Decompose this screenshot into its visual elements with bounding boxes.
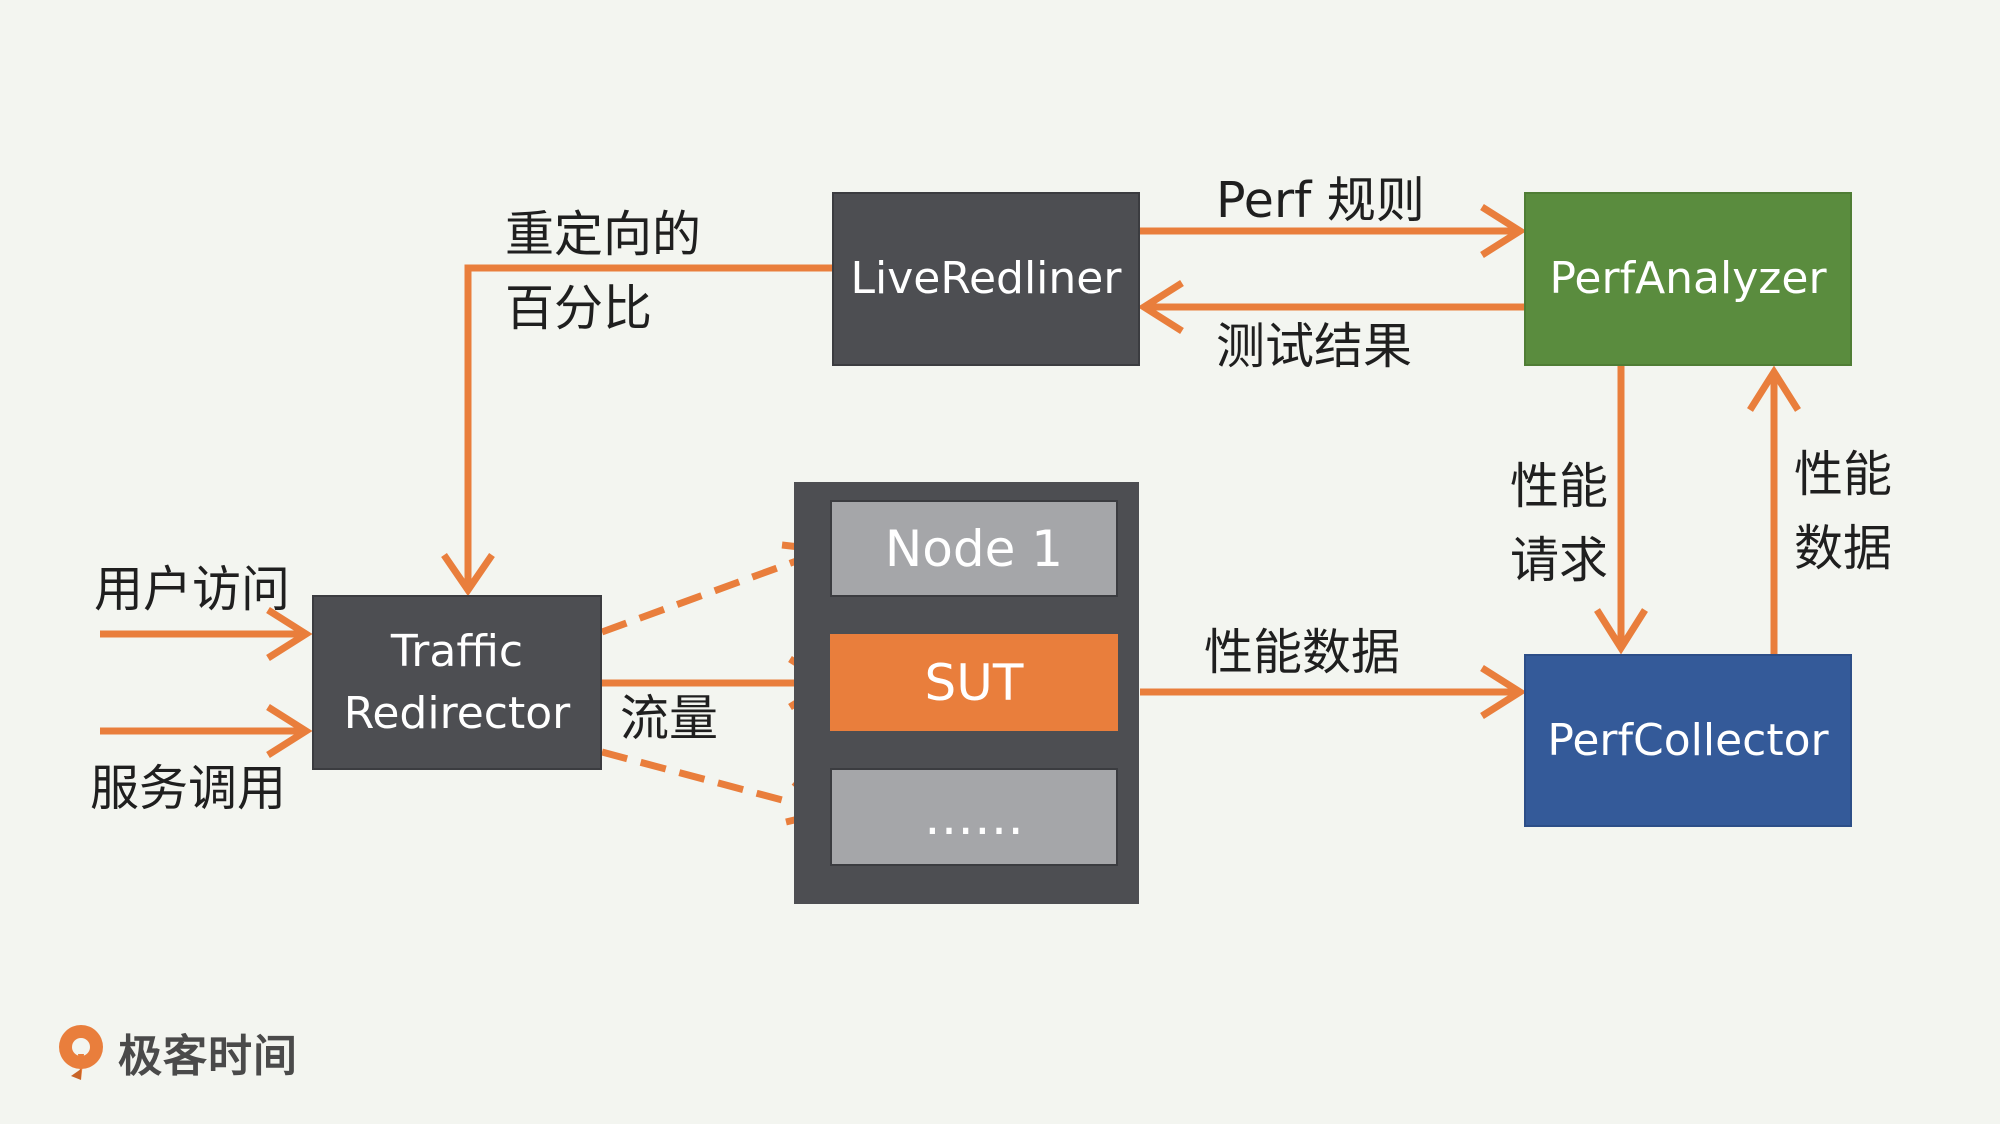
perf-data-horizontal-label: 性能数据 bbox=[1204, 624, 1401, 681]
arrow-perf-rules bbox=[1140, 204, 1527, 258]
arrow-to-more bbox=[601, 748, 813, 812]
brand-name: 极客时间 bbox=[118, 1031, 298, 1082]
perf-request-line2: 请求 bbox=[1510, 532, 1609, 589]
test-results-label: 测试结果 bbox=[1216, 318, 1413, 375]
brand-mark-icon bbox=[59, 1025, 103, 1080]
brand-logo: 极客时间 bbox=[52, 1018, 298, 1086]
service-call-label: 服务调用 bbox=[90, 760, 287, 817]
arrow-service-call bbox=[100, 704, 313, 758]
node1-box: Node 1 bbox=[830, 500, 1118, 597]
sut-label: SUT bbox=[924, 653, 1024, 712]
arrow-sut-to-collector bbox=[1140, 665, 1527, 719]
perf-request-line1: 性能 bbox=[1510, 458, 1609, 515]
perf-collector-box: PerfCollector bbox=[1524, 654, 1852, 827]
traffic-label: 流量 bbox=[620, 690, 719, 747]
arrow-to-node1 bbox=[600, 552, 812, 636]
user-access-label: 用户访问 bbox=[94, 561, 291, 618]
more-nodes-label: …… bbox=[924, 788, 1024, 846]
arrow-user-access bbox=[100, 607, 313, 661]
traffic-redirector-box: Traffic Redirector bbox=[312, 595, 602, 770]
perf-collector-label: PerfCollector bbox=[1547, 714, 1829, 766]
perf-data-line1: 性能 bbox=[1794, 446, 1893, 503]
arrow-perf-request bbox=[1594, 366, 1648, 655]
live-redliner-box: LiveRedliner bbox=[832, 192, 1140, 366]
traffic-redirector-label: Traffic Redirector bbox=[343, 625, 571, 739]
node1-label: Node 1 bbox=[884, 519, 1064, 578]
perf-rules-label: Perf 规则 bbox=[1216, 172, 1425, 229]
arrow-test-results bbox=[1137, 280, 1524, 334]
arrow-perf-data-up bbox=[1747, 365, 1801, 654]
arrow-redirect-percentage bbox=[441, 264, 832, 597]
more-nodes-box: …… bbox=[830, 768, 1118, 866]
redirect-percentage-line2: 百分比 bbox=[505, 280, 653, 337]
redirect-percentage-line1: 重定向的 bbox=[505, 206, 702, 263]
sut-box: SUT bbox=[830, 634, 1118, 731]
perf-analyzer-label: PerfAnalyzer bbox=[1549, 253, 1827, 304]
perf-analyzer-box: PerfAnalyzer bbox=[1524, 192, 1852, 366]
perf-data-line2: 数据 bbox=[1794, 520, 1893, 577]
live-redliner-label: LiveRedliner bbox=[850, 253, 1122, 304]
